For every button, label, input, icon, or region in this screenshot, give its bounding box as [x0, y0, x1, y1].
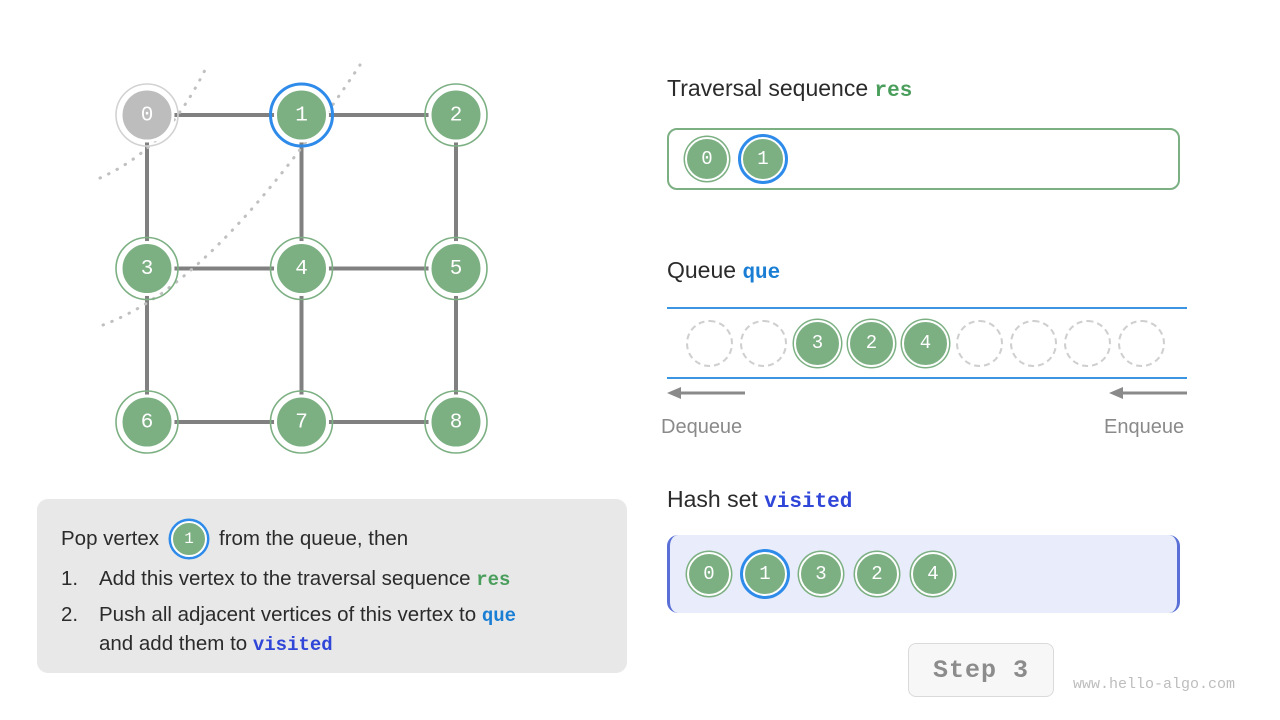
node-outer-ring	[424, 83, 488, 147]
node-label: 0	[141, 105, 154, 128]
graph-node-2[interactable]: 2	[424, 83, 488, 147]
queue-slot-empty	[956, 319, 1003, 367]
node-body	[428, 394, 484, 450]
hash-title-text: Hash set	[667, 486, 765, 512]
queue-title-text: Queue	[667, 257, 743, 283]
queue-section-title: Queue que	[667, 257, 780, 285]
node-outer-ring	[269, 236, 334, 301]
graph-node-4[interactable]: 4	[269, 236, 334, 301]
node-label: 8	[450, 412, 463, 435]
node-body	[119, 87, 175, 143]
queue-slot-empty	[1064, 319, 1111, 367]
keyword-que: que	[481, 605, 517, 627]
node-outer-ring	[269, 82, 334, 148]
node-label: 4	[295, 258, 308, 281]
graph-node-5[interactable]: 5	[424, 236, 488, 301]
res-token: 0	[685, 137, 729, 181]
hashset-token: 3	[799, 552, 843, 596]
queue-slot-filled: 4	[902, 319, 949, 367]
node-body	[428, 87, 484, 143]
queue-title-keyword: que	[742, 262, 781, 285]
queue-slot-empty	[1118, 319, 1165, 367]
step-text-line2-before: and add them to	[99, 632, 253, 655]
step-number: 1.	[61, 567, 79, 590]
node-outer-ring	[115, 390, 179, 454]
graph-panel: 0 1 2 3 4 5 6 7 8	[0, 0, 640, 490]
description-step-1: 1. Add this vertex to the traversal sequ…	[61, 565, 603, 594]
graph-node-6[interactable]: 6	[115, 390, 179, 454]
enqueue-label: Enqueue	[1104, 416, 1185, 438]
step-badge: Step 3	[908, 643, 1054, 697]
queue-slot-filled: 3	[794, 319, 841, 367]
graph-node-7[interactable]: 7	[269, 390, 334, 454]
node-outer-ring	[115, 83, 179, 147]
step-text-before: Add this vertex to the traversal sequenc…	[99, 567, 477, 590]
node-body	[119, 241, 175, 296]
res-title-text: Traversal sequence	[667, 75, 875, 101]
graph-node-1[interactable]: 1	[269, 82, 334, 148]
res-token: 1	[741, 137, 785, 181]
hash-section-title: Hash set visited	[667, 486, 852, 514]
enqueue-arrow-icon	[1109, 387, 1187, 399]
queue-slot-empty	[740, 319, 787, 367]
node-outer-ring	[424, 390, 488, 454]
node-outer-ring	[424, 236, 488, 301]
watermark: www.hello-algo.com	[1073, 676, 1236, 693]
description-step-2: 2. Push all adjacent vertices of this ve…	[61, 601, 603, 659]
node-label: 6	[141, 412, 154, 435]
res-section-title: Traversal sequence res	[667, 75, 912, 103]
graph-nodes: 0 1 2 3 4 5 6 7 8	[115, 82, 488, 454]
description-lead-line: Pop vertex 1 from the queue, then	[61, 519, 603, 559]
graph-svg: 0 1 2 3 4 5 6 7 8	[98, 63, 488, 454]
wavefront-curve	[101, 63, 362, 327]
node-body	[274, 394, 329, 450]
node-body	[119, 394, 175, 450]
step-text-before: Push all adjacent vertices of this verte…	[99, 603, 482, 626]
queue-arrows	[660, 382, 1193, 404]
node-label: 7	[295, 412, 308, 435]
step-text: Add this vertex to the traversal sequenc…	[99, 565, 603, 594]
hashset-token: 4	[911, 552, 955, 596]
node-label: 2	[450, 105, 463, 128]
node-outer-ring	[115, 236, 179, 301]
description-steps-list: 1. Add this vertex to the traversal sequ…	[61, 565, 603, 659]
node-body	[274, 87, 329, 143]
dequeue-label: Dequeue	[661, 416, 743, 438]
hashset-token: 1	[743, 552, 787, 596]
graph-node-3[interactable]: 3	[115, 236, 179, 301]
keyword-visited: visited	[252, 634, 333, 656]
dequeue-arrow-icon	[667, 387, 745, 399]
queue-slot-empty	[1010, 319, 1057, 367]
node-body	[274, 241, 329, 296]
node-label: 5	[450, 258, 463, 281]
res-title-keyword: res	[874, 80, 913, 103]
node-outer-ring	[269, 390, 334, 454]
keyword-res: res	[476, 569, 511, 591]
inline-vertex-token: 1	[171, 521, 207, 557]
step-number: 2.	[61, 603, 79, 626]
queue-slot-filled: 2	[848, 319, 895, 367]
description-lead-prefix: Pop vertex	[61, 527, 159, 550]
step-text: Push all adjacent vertices of this verte…	[99, 601, 603, 659]
description-lead-suffix: from the queue, then	[219, 527, 409, 550]
queue-slot-empty	[686, 319, 733, 367]
description-box: Pop vertex 1 from the queue, then 1. Add…	[37, 499, 627, 673]
graph-node-8[interactable]: 8	[424, 390, 488, 454]
hashset-token: 0	[687, 552, 731, 596]
node-body	[428, 241, 484, 296]
graph-node-0[interactable]: 0	[115, 83, 179, 147]
hash-title-keyword: visited	[764, 491, 853, 514]
node-label: 3	[141, 258, 154, 281]
hashset-token: 2	[855, 552, 899, 596]
node-label: 1	[295, 105, 308, 128]
